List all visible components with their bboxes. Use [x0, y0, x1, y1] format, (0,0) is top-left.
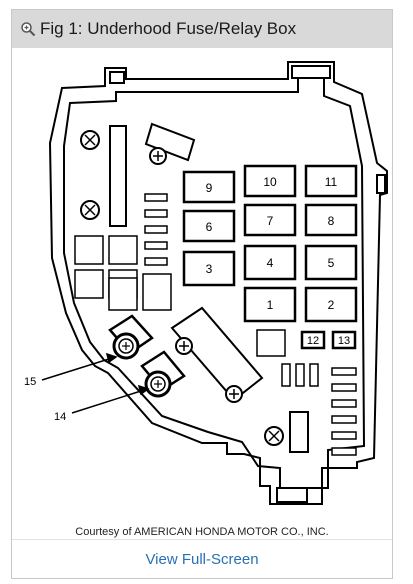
- figure-footer: View Full-Screen: [12, 539, 392, 578]
- figure-header: Fig 1: Underhood Fuse/Relay Box: [12, 10, 392, 48]
- fuse-grid: 9 10 11 6 7 8 3 4 5 1 2 12: [182, 164, 358, 350]
- fuse-3: 3: [182, 250, 236, 287]
- fuse-13: 13: [331, 330, 357, 350]
- fuse-8: 8: [304, 203, 358, 237]
- svg-text:13: 13: [338, 335, 350, 347]
- relay-block-center: [256, 329, 286, 357]
- fuse-box-diagram: 9 10 11 6 7 8 3 4 5 1 2 12: [24, 61, 388, 505]
- fuse-10: 10: [243, 164, 297, 198]
- svg-text:8: 8: [328, 214, 335, 228]
- svg-text:11: 11: [325, 175, 338, 189]
- fuse-7: 7: [243, 203, 297, 237]
- svg-text:5: 5: [328, 256, 335, 270]
- svg-text:3: 3: [206, 262, 213, 276]
- fuse-12: 12: [300, 330, 326, 350]
- small-slots-left: [144, 193, 168, 266]
- svg-text:2: 2: [328, 298, 335, 312]
- svg-text:7: 7: [267, 214, 274, 228]
- bolt-icon: [80, 130, 100, 150]
- svg-text:4: 4: [267, 256, 274, 270]
- relay-blocks-left: [74, 235, 172, 311]
- svg-text:9: 9: [206, 181, 213, 195]
- svg-text:6: 6: [206, 220, 213, 234]
- center-bracket: [170, 306, 264, 403]
- fuse-9: 9: [182, 170, 236, 204]
- view-full-screen-link[interactable]: View Full-Screen: [145, 550, 259, 568]
- svg-text:1: 1: [267, 298, 274, 312]
- fuse-6: 6: [182, 209, 236, 243]
- fuse-11: 11: [304, 164, 358, 198]
- svg-text:10: 10: [263, 175, 277, 189]
- callout-15: 15: [24, 376, 36, 388]
- top-bracket: [144, 122, 196, 165]
- zoom-in-icon[interactable]: [20, 21, 36, 37]
- housing-outline: [48, 61, 388, 505]
- small-slots-vertical: [281, 363, 319, 387]
- terminal-14: [140, 350, 186, 398]
- svg-text:12: 12: [307, 335, 319, 347]
- fuse-1: 1: [243, 286, 297, 323]
- fuse-5: 5: [304, 244, 358, 281]
- small-slots-right: [331, 367, 357, 456]
- callout-14: 14: [54, 411, 66, 423]
- courtesy-credit: Courtesy of AMERICAN HONDA MOTOR CO., IN…: [75, 526, 329, 538]
- figure-card: Fig 1: Underhood Fuse/Relay Box: [11, 9, 393, 579]
- terminal-15: [108, 314, 154, 360]
- fuse-4: 4: [243, 244, 297, 281]
- bottom-bracket: [264, 411, 309, 453]
- fuse-2: 2: [304, 286, 358, 323]
- bolt-icon: [80, 200, 100, 220]
- figure-title: Fig 1: Underhood Fuse/Relay Box: [40, 19, 297, 38]
